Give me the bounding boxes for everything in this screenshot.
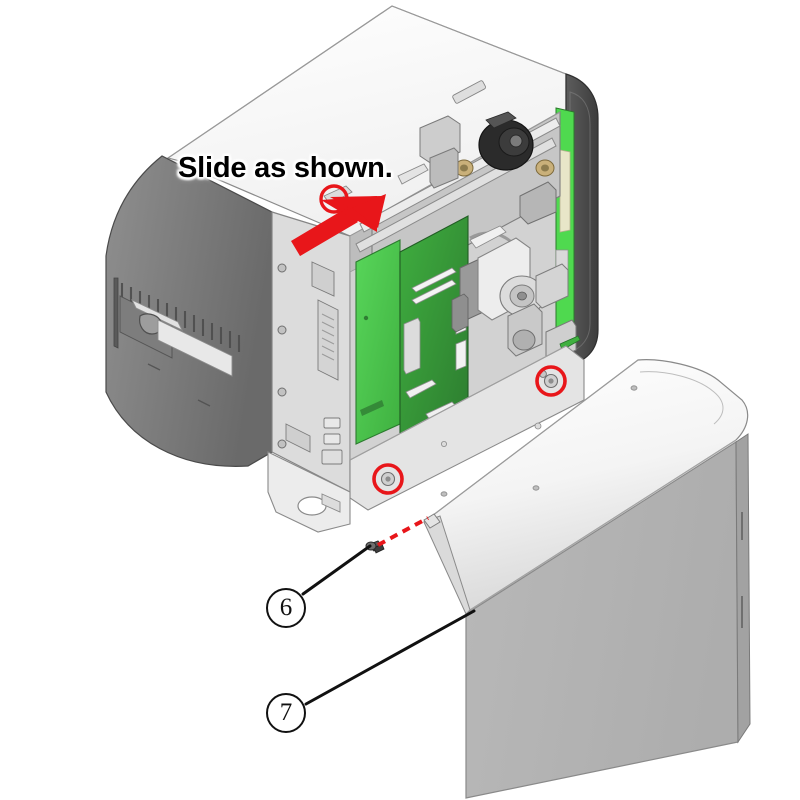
callout-6-leader <box>301 544 372 596</box>
cover-top-face <box>423 359 749 611</box>
red-annotation-layer <box>291 184 567 547</box>
side-cover-panel <box>423 359 751 799</box>
screw-highlight-lower <box>372 463 404 495</box>
chassis-screws <box>277 263 287 449</box>
drive-roller <box>478 119 534 171</box>
left-side-panel <box>105 155 273 467</box>
slide-arrow-tip <box>352 194 386 228</box>
callout-6-screw: 6 <box>266 588 306 628</box>
instruction-text: Slide as shown. <box>178 152 393 184</box>
deck-screws <box>380 370 559 487</box>
callout-7-leader <box>304 609 476 706</box>
base-plate <box>267 451 351 533</box>
screw-assembly-dashed-line <box>377 516 429 547</box>
main-unit-assembly <box>105 5 599 533</box>
latch-highlight-top <box>319 184 349 214</box>
cover-right-flange <box>735 433 751 744</box>
cover-screw-holes <box>440 385 638 497</box>
bushings <box>454 159 555 177</box>
cover-mount-tab <box>423 513 441 529</box>
slide-arrow-head <box>291 196 384 256</box>
screw-highlight-upper <box>535 365 567 397</box>
connector-pins <box>321 313 335 361</box>
callout-7-cover: 7 <box>266 693 306 733</box>
callout-leaders <box>301 544 476 706</box>
